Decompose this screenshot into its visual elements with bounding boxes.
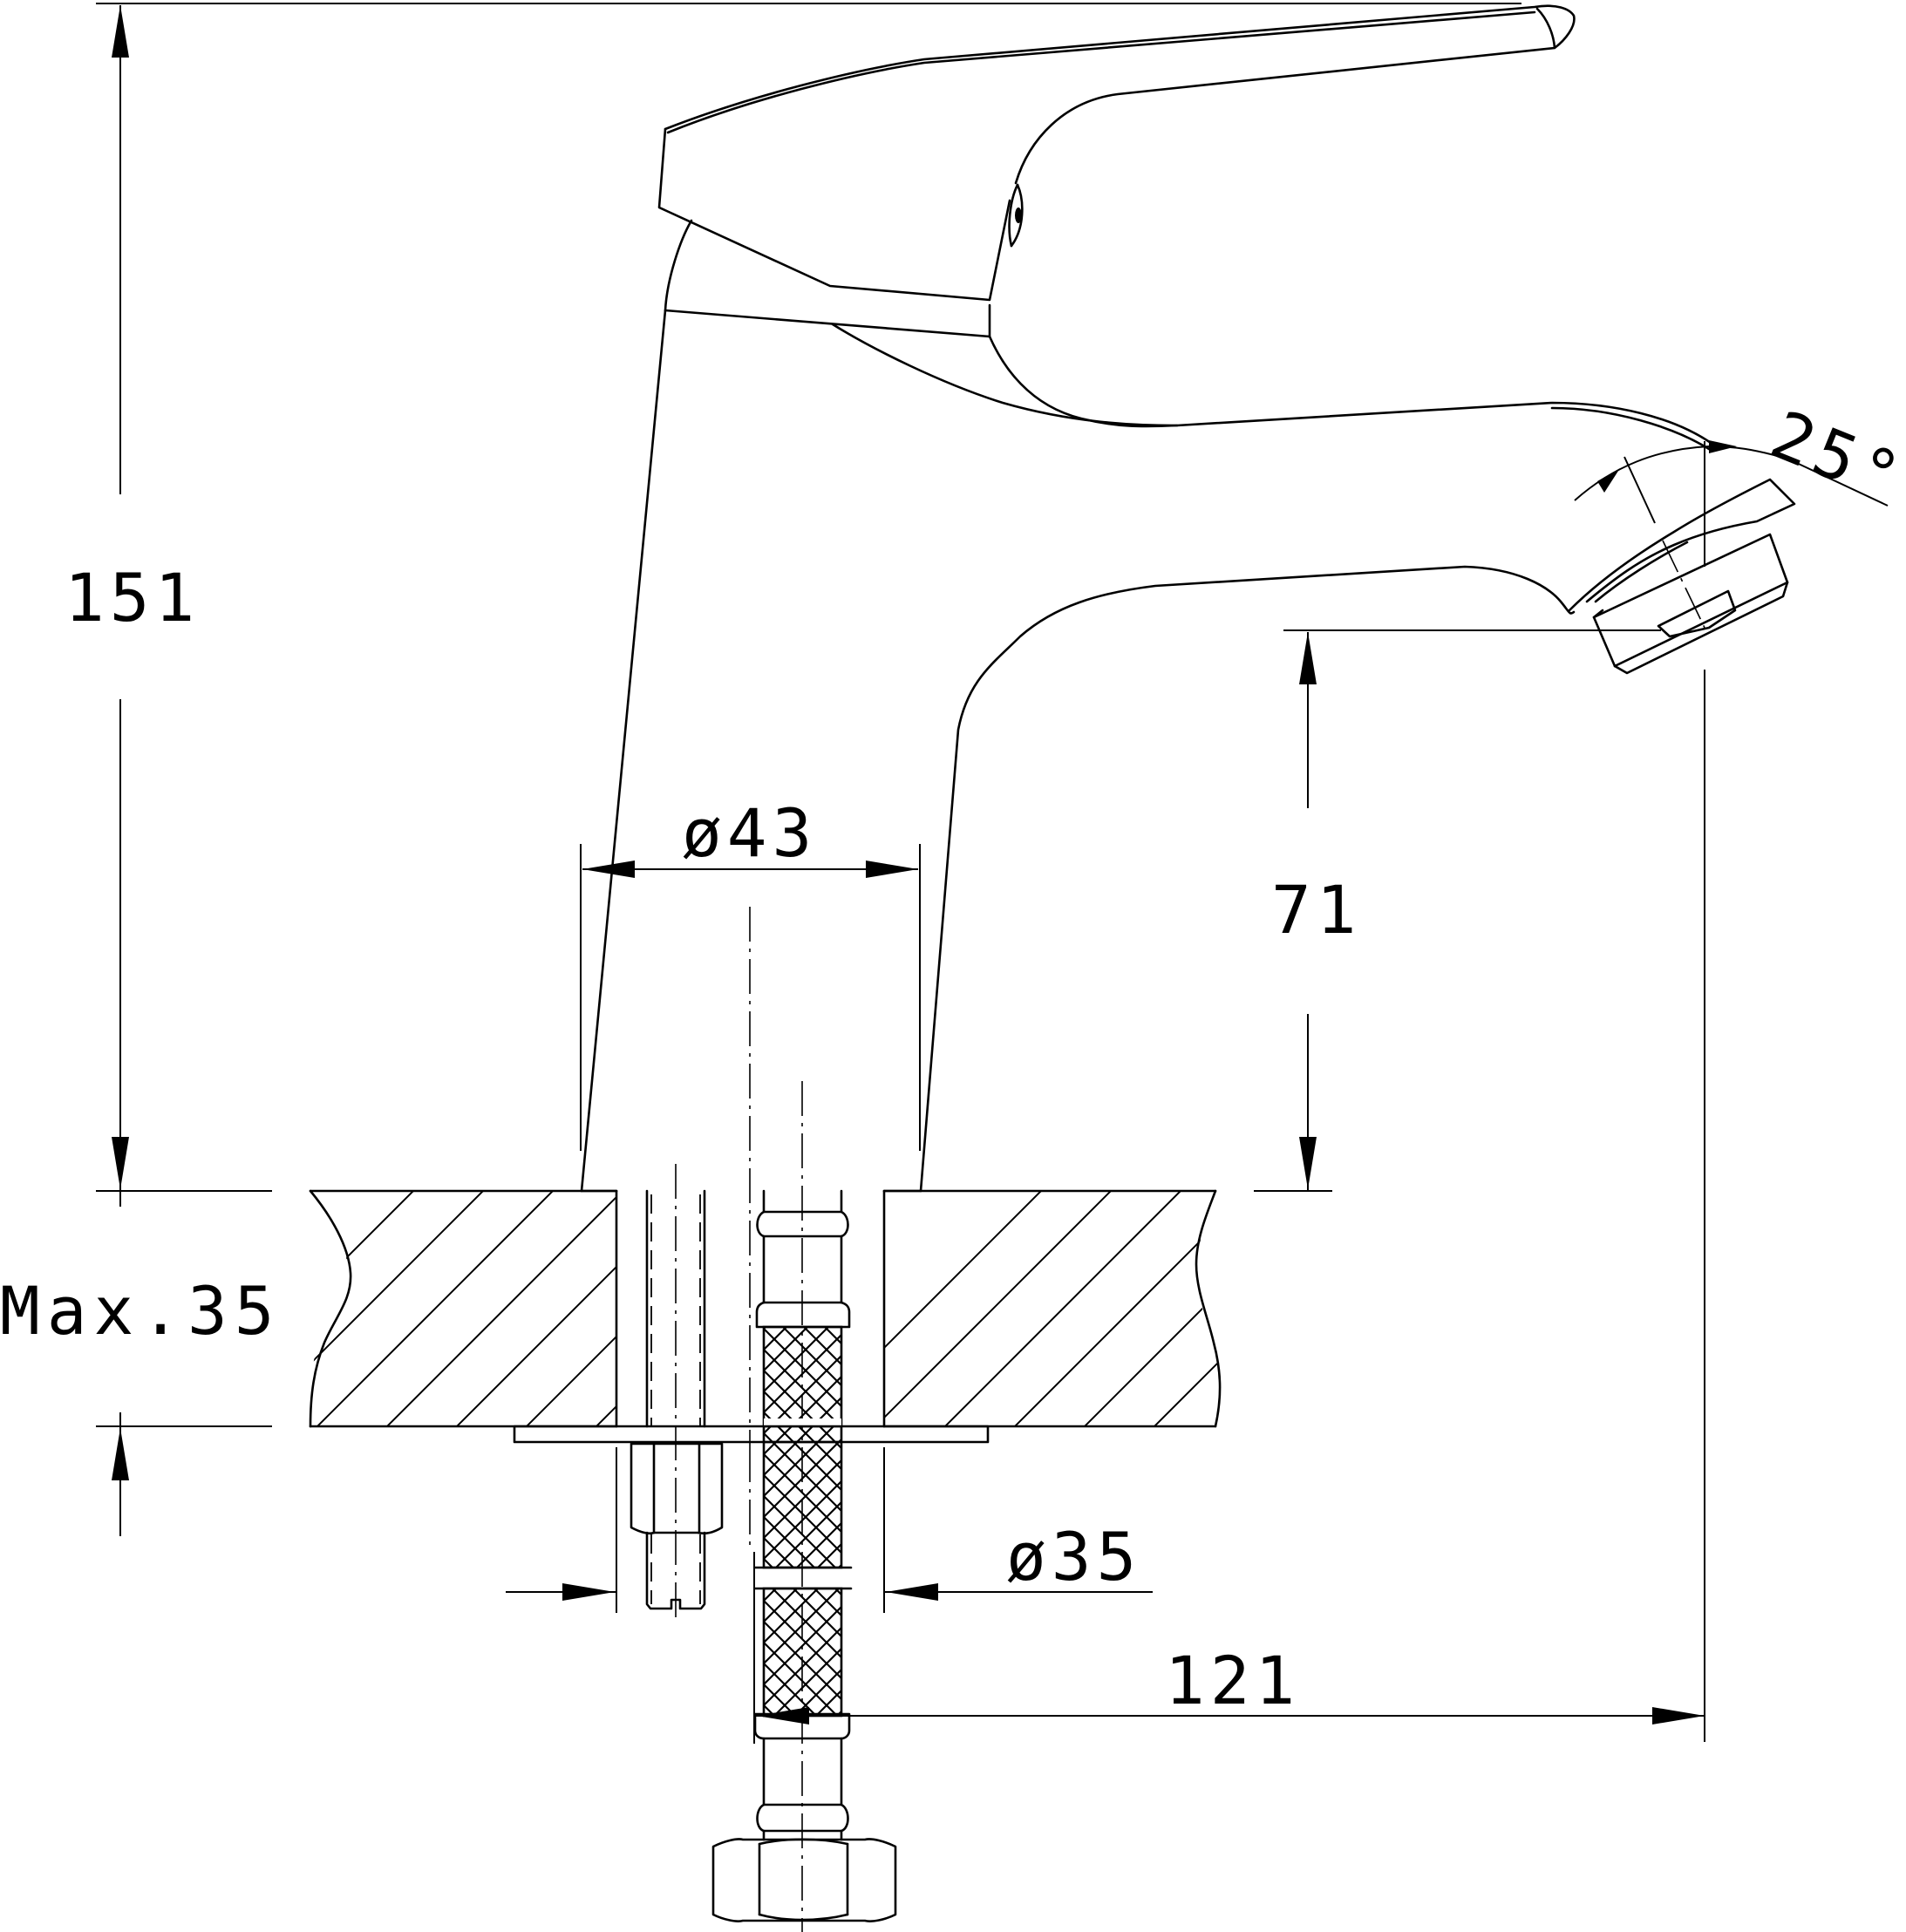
dimension-countertop-thickness — [96, 1412, 272, 1536]
dimension-spout-height — [1254, 629, 1661, 1192]
label-spout-height: 71 — [1271, 871, 1362, 949]
label-base-diameter: ø43 — [682, 794, 818, 872]
arrow-icon — [1709, 440, 1737, 453]
countertop-section — [309, 1189, 1222, 1444]
dimension-base-diameter — [580, 844, 921, 1447]
arrow-left-icon — [886, 1583, 938, 1601]
arrow-up-icon — [1299, 632, 1317, 684]
arrow-icon — [1597, 468, 1620, 493]
arrow-down-icon — [1299, 1137, 1317, 1189]
arrow-right-icon — [1652, 1707, 1705, 1725]
dimension-spout-reach — [753, 670, 1705, 1744]
arrow-up-icon — [112, 1428, 129, 1480]
dimension-hole-diameter — [506, 1447, 1153, 1613]
arrow-left-icon — [582, 861, 635, 878]
faucet-body — [580, 219, 1715, 1193]
lever-handle — [657, 4, 1576, 302]
label-spout-reach: 121 — [1165, 1642, 1301, 1719]
label-total-height: 151 — [65, 559, 201, 636]
aerator — [1568, 478, 1796, 675]
arrow-down-icon — [112, 1137, 129, 1189]
arrow-right-icon — [562, 1583, 615, 1601]
arrow-up-icon — [112, 5, 129, 58]
arrow-right-icon — [866, 861, 918, 878]
supply-hose — [711, 1081, 897, 1932]
mounting-stud — [630, 1164, 724, 1622]
dimension-total-height — [96, 3, 1521, 1207]
label-max-countertop-thickness: Max.35 — [0, 1272, 282, 1350]
label-hole-diameter: ø35 — [1006, 1518, 1142, 1595]
dimension-aerator-angle — [1574, 440, 1889, 567]
